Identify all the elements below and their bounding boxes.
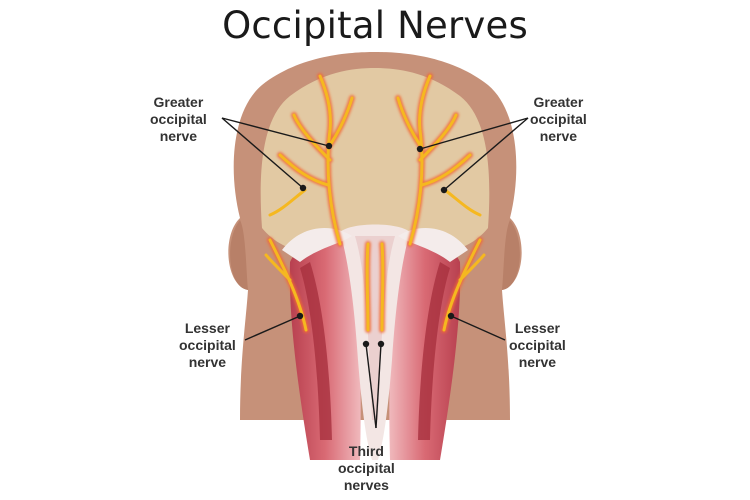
label-third-occipital: Third occipital nerves <box>338 443 395 493</box>
label-greater-occipital-right: Greater occipital nerve <box>530 94 587 144</box>
neck-muscles <box>282 224 468 460</box>
lesser-occipital-nerve-right <box>442 238 482 332</box>
pointer-dots <box>296 142 455 348</box>
third-occipital-nerve-left <box>365 242 370 332</box>
diagram-title: Occipital Nerves <box>222 4 528 47</box>
third-occipital-nerve-right <box>380 242 385 332</box>
label-greater-occipital-left: Greater occipital nerve <box>150 94 207 144</box>
label-lesser-occipital-left: Lesser occipital nerve <box>179 320 236 370</box>
nerves <box>264 73 486 333</box>
scalp-area <box>260 68 490 259</box>
lesser-occipital-nerve-left <box>268 238 308 332</box>
greater-occipital-nerve-left <box>318 74 342 246</box>
greater-occipital-nerve-right <box>408 74 432 246</box>
label-lesser-occipital-right: Lesser occipital nerve <box>509 320 566 370</box>
leader-lines <box>221 117 529 429</box>
